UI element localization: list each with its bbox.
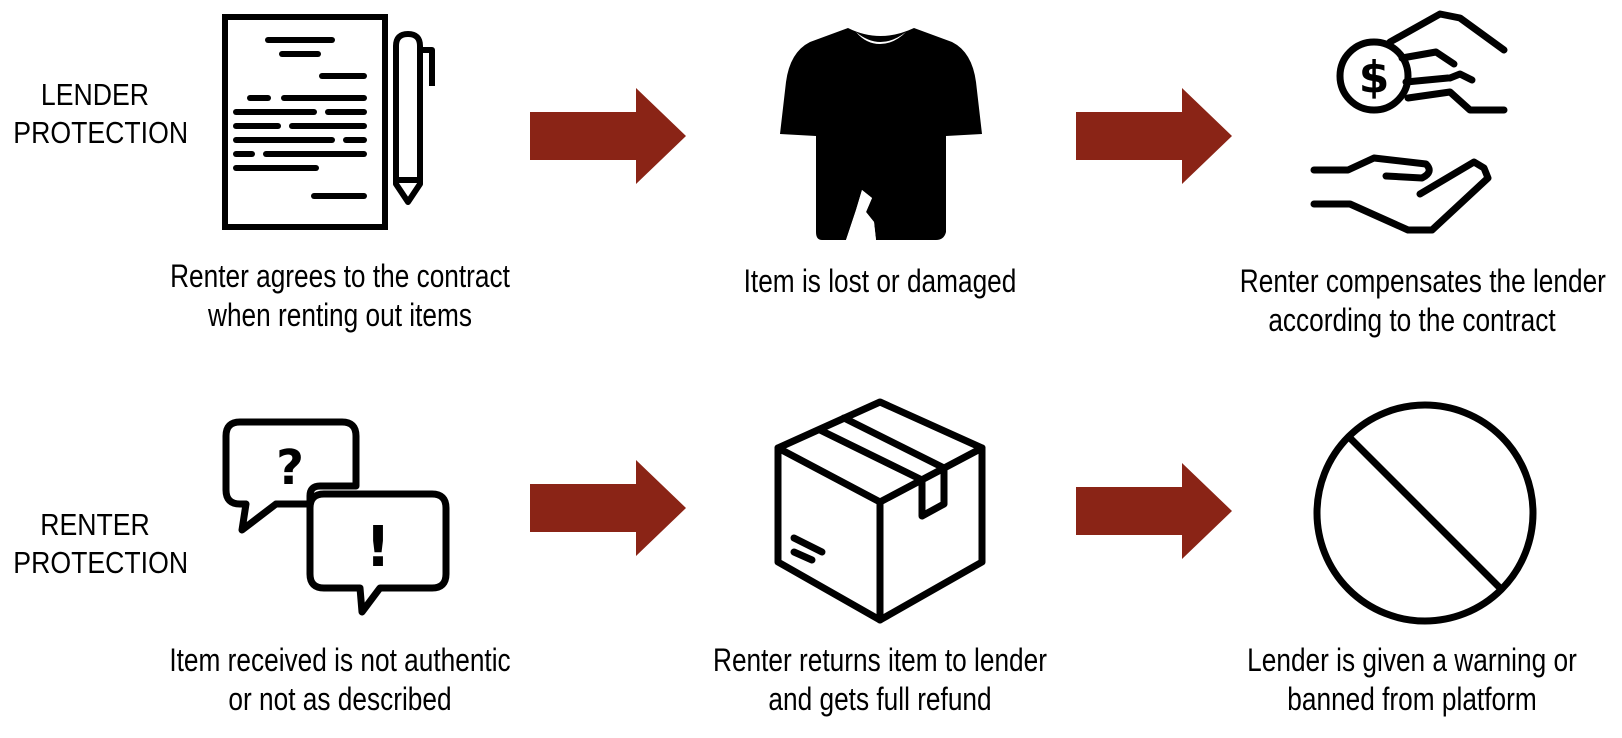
question-exclamation-bubbles-icon: ? ! [220, 418, 460, 618]
flow-arrow-right [530, 460, 686, 565]
step-caption: Renter compensates the lender according … [1202, 262, 1622, 340]
payment-hands-icon: $ [1310, 8, 1550, 238]
flow-arrow-right [1076, 88, 1232, 193]
caption-line: Lender is given a warning or [1247, 642, 1577, 678]
contract-document-icon [222, 14, 452, 234]
row-label-line: PROTECTION [13, 115, 189, 150]
row-label-line: LENDER [40, 77, 150, 112]
step-caption: Renter agrees to the contract when renti… [130, 257, 550, 335]
row-label-line: PROTECTION [13, 545, 189, 580]
flow-arrow-right [530, 88, 686, 193]
caption-line: Item received is not authentic [169, 642, 511, 678]
row-label-renter-protection: RENTER PROTECTION [13, 506, 189, 582]
svg-text:$: $ [1359, 52, 1390, 103]
caption-line: Renter returns item to lender [713, 642, 1047, 678]
svg-text:?: ? [276, 440, 304, 496]
prohibited-sign-icon [1310, 398, 1540, 628]
caption-line: and gets full refund [768, 681, 992, 717]
package-box-icon [772, 398, 992, 628]
step-caption: Item is lost or damaged [670, 262, 1090, 301]
caption-line: or not as described [228, 681, 452, 717]
row-label-line: RENTER [40, 507, 150, 542]
caption-line: Renter agrees to the contract [170, 258, 510, 294]
caption-line: when renting out items [207, 297, 472, 333]
row-label-lender-protection: LENDER PROTECTION [13, 76, 189, 152]
caption-line: Renter compensates the lender [1239, 263, 1606, 299]
step-caption: Renter returns item to lender and gets f… [670, 641, 1090, 719]
svg-text:!: ! [365, 515, 391, 580]
step-caption: Lender is given a warning or banned from… [1202, 641, 1622, 719]
step-caption: Item received is not authentic or not as… [130, 641, 550, 719]
caption-line: banned from platform [1287, 681, 1537, 717]
damaged-shirt-icon [776, 22, 986, 252]
caption-line: Item is lost or damaged [743, 263, 1017, 299]
flow-arrow-right [1076, 463, 1232, 568]
caption-line: according to the contract [1268, 302, 1556, 338]
